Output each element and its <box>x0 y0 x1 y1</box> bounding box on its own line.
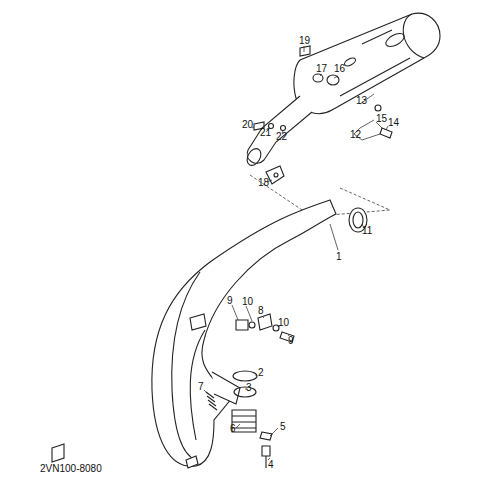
callout-number: 13 <box>356 96 367 106</box>
callout-number: 22 <box>276 132 287 142</box>
callout-number: 3 <box>246 383 252 393</box>
callout-number: 1 <box>336 252 342 262</box>
callout-number: 12 <box>350 130 361 140</box>
callout-number: 6 <box>230 424 236 434</box>
callout-number: 10 <box>278 318 289 328</box>
callout-number: 15 <box>376 114 387 124</box>
callout-number: 5 <box>280 422 286 432</box>
drawing-code: 2VN100-8080 <box>40 464 102 474</box>
callout-number: 21 <box>260 128 271 138</box>
callout-number: 11 <box>362 226 372 236</box>
callout-number: 19 <box>299 36 310 46</box>
callout-number: 20 <box>242 120 253 130</box>
callout-number: 18 <box>258 178 269 188</box>
callout-number: 16 <box>334 64 345 74</box>
callout-number: 8 <box>258 306 264 316</box>
callout-number: 7 <box>198 382 204 392</box>
callout-number: 9 <box>288 336 294 346</box>
callout-number: 9 <box>227 296 233 306</box>
callout-number: 10 <box>242 297 253 307</box>
callout-number: 4 <box>268 460 274 470</box>
callout-number: 2 <box>258 368 264 378</box>
callout-number: 14 <box>388 118 399 128</box>
callout-number: 17 <box>316 64 327 74</box>
